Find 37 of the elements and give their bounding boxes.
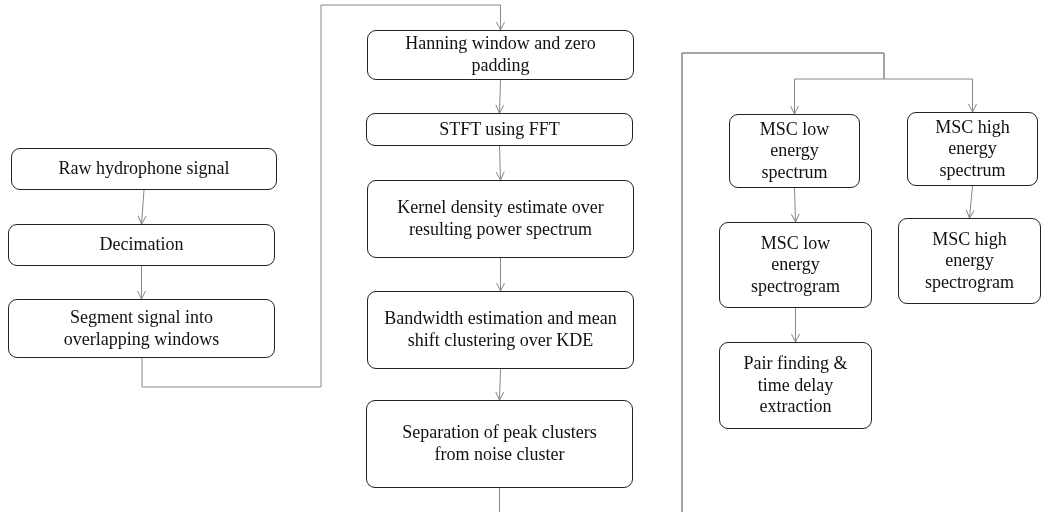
process-box [729,114,860,188]
arrow [137,265,146,300]
arrow [137,189,147,225]
step-label: Bandwidth estimation and mean shift clustering over KDE [384,308,617,352]
arrow [681,52,977,512]
step-label: MSC low energy spectrogram [750,232,841,298]
process-box [11,148,277,190]
arrow [791,307,800,343]
step-label: Pair finding & time delay extraction [742,353,849,418]
process-box [367,180,634,258]
process-box [8,224,275,266]
step-label: Kernel density estimate over resulting power spectrum [396,197,605,241]
step-label: Raw hydrophone signal [58,158,230,180]
process-box [907,112,1038,186]
step-label: Decimation [99,234,184,256]
process-box [719,342,872,429]
step-label: STFT using FFT [439,118,560,141]
step-label: MSC high energy spectrum [934,116,1011,182]
arrow [790,187,800,223]
arrow [495,368,505,401]
step-label: MSC low energy spectrum [758,118,831,184]
step-label: Separation of peak clusters from noise cluster [401,422,598,466]
arrow [496,257,505,292]
arrow [495,145,505,181]
process-box [367,291,634,369]
process-box [719,222,872,308]
process-box [367,30,634,80]
arrow [965,185,975,219]
arrow [495,79,505,114]
process-box [898,218,1041,304]
arrow [141,4,505,388]
step-label: Segment signal into overlapping windows [62,306,221,351]
process-box [366,113,633,146]
process-box [8,299,275,358]
step-label: MSC high energy spectrogram [924,228,1015,294]
step-label: Hanning window and zero padding [404,33,597,77]
process-box [366,400,633,488]
